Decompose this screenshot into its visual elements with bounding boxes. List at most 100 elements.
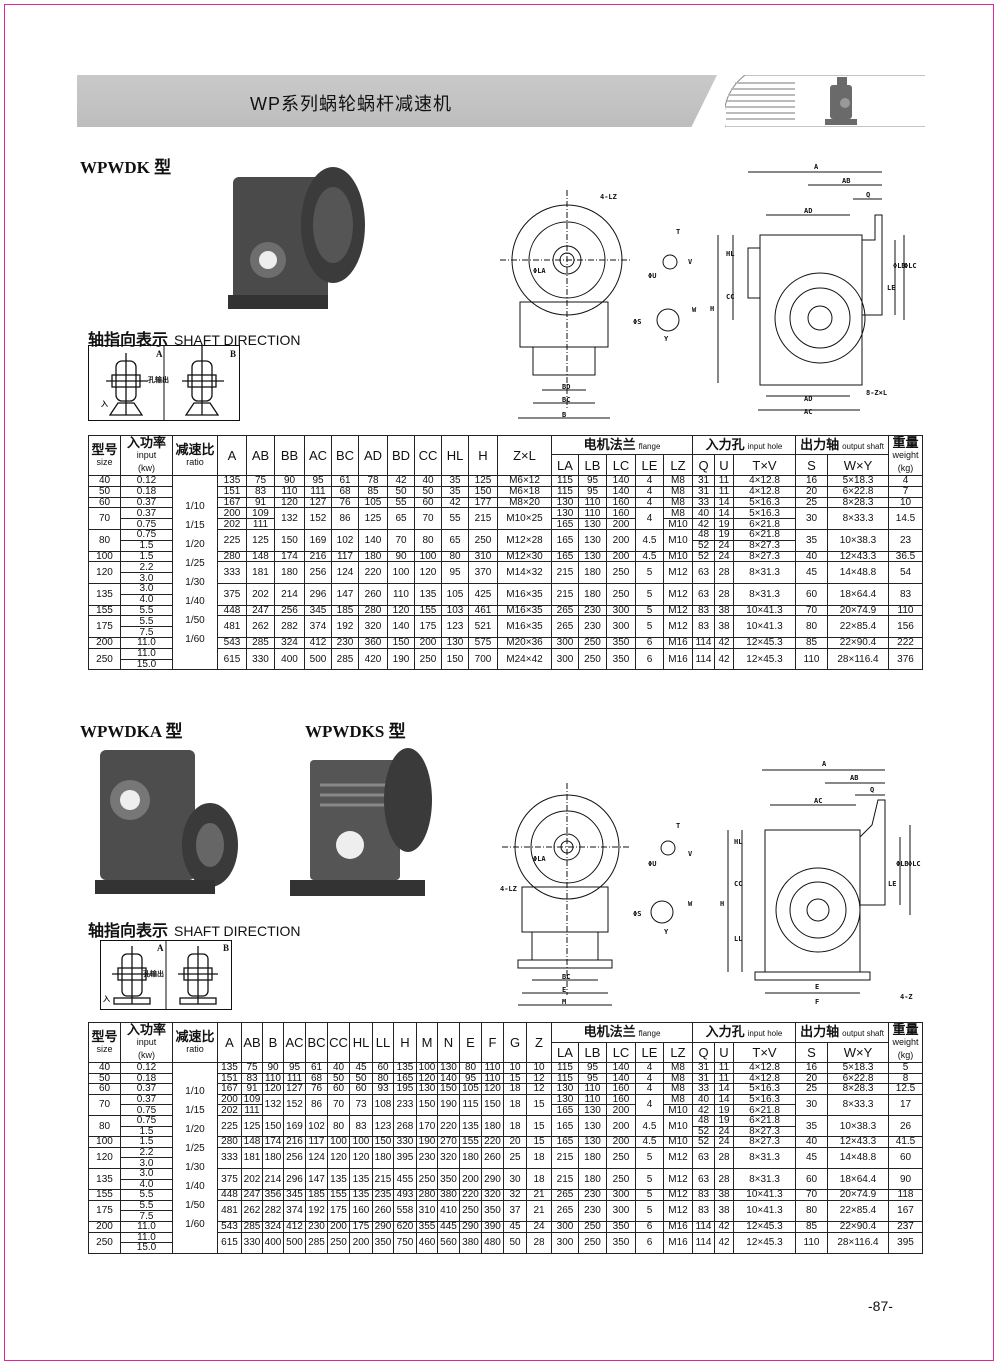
value-cell: 165: [551, 1136, 579, 1148]
dim-label: ΦLB: [896, 860, 909, 868]
value-cell: 20: [795, 485, 828, 498]
input-cell: 0.12: [120, 475, 173, 487]
value-cell: 558: [393, 1199, 417, 1222]
value-cell: 152: [283, 1093, 306, 1116]
value-cell: 300: [551, 647, 579, 671]
dim-label: W: [692, 306, 697, 314]
value-cell: 31: [692, 1062, 715, 1074]
value-cell: 256: [274, 604, 305, 617]
value-cell: 350: [606, 1220, 636, 1233]
value-cell: 202: [217, 1104, 242, 1116]
size-cell: 120: [88, 561, 121, 584]
col-header-dim: CC: [414, 435, 442, 476]
col-header-shaft: S: [795, 1042, 828, 1063]
value-cell: 185: [331, 604, 359, 617]
value-cell: 521: [468, 615, 498, 638]
shaft-direction-label-cn: 轴指向表示: [88, 923, 169, 940]
page-border: [4, 4, 994, 1361]
value-cell: 250: [578, 1231, 607, 1254]
value-cell: 60: [327, 1083, 350, 1095]
value-cell: 95: [578, 1062, 607, 1074]
value-cell: 33: [692, 496, 715, 509]
value-cell: 31: [692, 485, 715, 498]
value-cell: 16: [795, 475, 828, 487]
input-cell: 7.5: [120, 626, 173, 638]
value-cell: 400: [274, 647, 305, 671]
page-title: WP系列蜗轮蜗杆减速机: [250, 94, 452, 114]
value-cell: 111: [246, 518, 275, 530]
value-cell: 180: [358, 550, 388, 563]
value-cell: 350: [437, 1167, 460, 1191]
value-cell: 5: [635, 561, 664, 584]
value-cell: 75: [246, 475, 275, 487]
value-cell: 282: [274, 615, 305, 638]
value-cell: 250: [606, 561, 636, 584]
value-cell: 5: [888, 1062, 924, 1074]
value-cell: 4.5: [635, 1114, 664, 1138]
value-cell: 300: [606, 1189, 636, 1201]
value-cell: 90: [274, 475, 305, 487]
value-cell: 130: [578, 518, 607, 530]
value-cell: 18: [526, 1146, 552, 1169]
value-cell: 70: [795, 1189, 828, 1201]
ratio-value: 1/20: [185, 538, 205, 550]
value-cell: 215: [551, 1167, 579, 1191]
shaft-en: output shaft: [842, 1029, 884, 1038]
value-cell: 148: [241, 1136, 263, 1148]
ratio-value: 1/10: [185, 500, 205, 512]
value-cell: 150: [468, 485, 498, 498]
col-header-flange: LZ: [663, 454, 693, 476]
value-cell: 230: [578, 615, 607, 638]
value-cell: 481: [217, 1199, 242, 1222]
dim-label: LE: [888, 880, 897, 888]
dim-label: T: [676, 228, 681, 236]
value-cell: 140: [606, 475, 636, 487]
value-cell: 151: [217, 1072, 242, 1085]
value-cell: 200: [217, 1093, 242, 1106]
value-cell: 300: [551, 1220, 579, 1233]
value-cell: 6×21.8: [733, 1114, 796, 1127]
input-label: 入: [103, 995, 110, 1003]
value-cell: 18: [503, 1114, 527, 1138]
value-cell: 10×41.3: [733, 615, 796, 638]
value-cell: 360: [358, 636, 388, 649]
ratio-value: 1/25: [185, 557, 205, 569]
value-cell: 400: [262, 1231, 284, 1254]
value-cell: 6: [635, 1231, 664, 1254]
ratio-value: 1/30: [185, 1161, 205, 1173]
value-cell: 282: [262, 1199, 284, 1222]
value-cell: M24×42: [497, 647, 552, 671]
dim-label: Y: [664, 928, 669, 936]
value-cell: 120: [387, 604, 415, 617]
value-cell: 5×16.3: [733, 507, 796, 520]
dim-label: BD: [562, 383, 571, 391]
value-cell: 5×18.3: [826, 475, 890, 487]
value-cell: 174: [274, 550, 305, 563]
value-cell: 165: [551, 528, 579, 552]
value-cell: 180: [578, 1167, 607, 1191]
value-cell: 80: [795, 1199, 828, 1222]
value-cell: 23: [888, 528, 924, 552]
value-cell: 230: [578, 604, 607, 617]
value-cell: 125: [246, 528, 275, 552]
value-cell: M12: [663, 604, 693, 617]
value-cell: 50: [503, 1231, 527, 1254]
dim-label: 8-Z×L: [866, 389, 888, 397]
dim-label: LL: [734, 935, 743, 943]
value-cell: 165: [551, 1104, 579, 1116]
value-cell: 17: [888, 1093, 924, 1116]
value-cell: M10: [663, 518, 693, 530]
value-cell: 230: [416, 1146, 438, 1169]
value-cell: 130: [578, 528, 607, 552]
value-cell: 120: [481, 1083, 504, 1095]
value-cell: 181: [246, 561, 275, 584]
size-cell: 175: [88, 615, 121, 638]
value-cell: 247: [241, 1189, 263, 1201]
value-cell: 42: [714, 1231, 734, 1254]
value-cell: 60: [349, 1083, 373, 1095]
